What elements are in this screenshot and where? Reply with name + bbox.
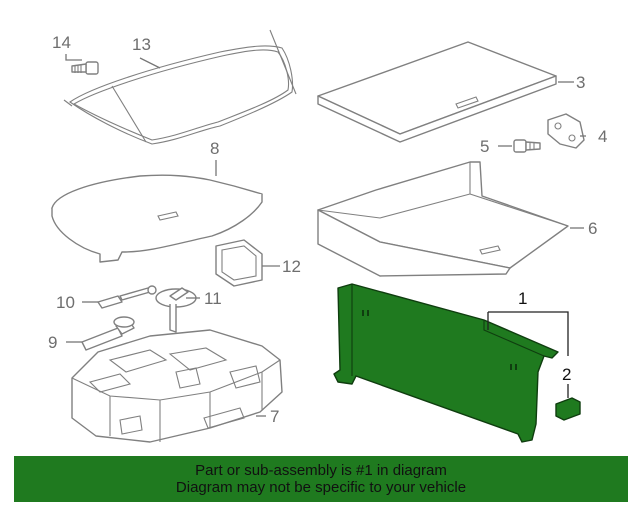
callout-10: 10 [56, 293, 75, 312]
part-11-jack[interactable] [155, 287, 197, 333]
part-10-lug-wrench[interactable] [97, 285, 157, 309]
part-14-bolt[interactable] [71, 61, 99, 75]
callout-14: 14 [52, 33, 71, 52]
part-2-clip[interactable] [555, 397, 581, 421]
callout-9: 9 [48, 333, 57, 352]
callout-4: 4 [598, 127, 607, 146]
leader-lines [65, 54, 586, 417]
part-8-load-floor-panel[interactable] [51, 174, 263, 263]
callout-13: 13 [132, 35, 151, 54]
part-1-trim-panel[interactable] [333, 283, 559, 443]
callout-6: 6 [588, 219, 597, 238]
part-3-cargo-cover-panel[interactable] [317, 41, 557, 143]
callout-labels: 14 13 3 4 5 8 6 12 11 10 9 7 1 2 [48, 33, 607, 426]
part-5-screw[interactable] [513, 139, 541, 153]
info-banner: Part or sub-assembly is #1 in diagram Di… [14, 456, 628, 502]
part-13-cargo-cover-frame[interactable] [63, 29, 297, 145]
part-12-storage-pouch[interactable] [215, 239, 263, 287]
part-9-jack-handle[interactable] [81, 316, 135, 351]
banner-line-1: Part or sub-assembly is #1 in diagram [195, 462, 447, 479]
part-4-bracket[interactable] [547, 113, 585, 149]
callout-1: 1 [518, 289, 527, 308]
callout-3: 3 [576, 73, 585, 92]
callout-7: 7 [270, 407, 279, 426]
callout-11: 11 [204, 289, 222, 308]
parts-diagram: 14 13 3 4 5 8 6 12 11 10 9 7 1 2 [48, 29, 607, 443]
callout-5: 5 [480, 137, 489, 156]
callout-2: 2 [562, 365, 571, 384]
part-7-foam-tool-tray[interactable] [71, 329, 283, 443]
part-6-trunk-floor-liner[interactable] [317, 161, 569, 277]
callout-12: 12 [282, 257, 301, 276]
banner-line-2: Diagram may not be specific to your vehi… [175, 479, 467, 496]
callout-8: 8 [210, 139, 219, 158]
